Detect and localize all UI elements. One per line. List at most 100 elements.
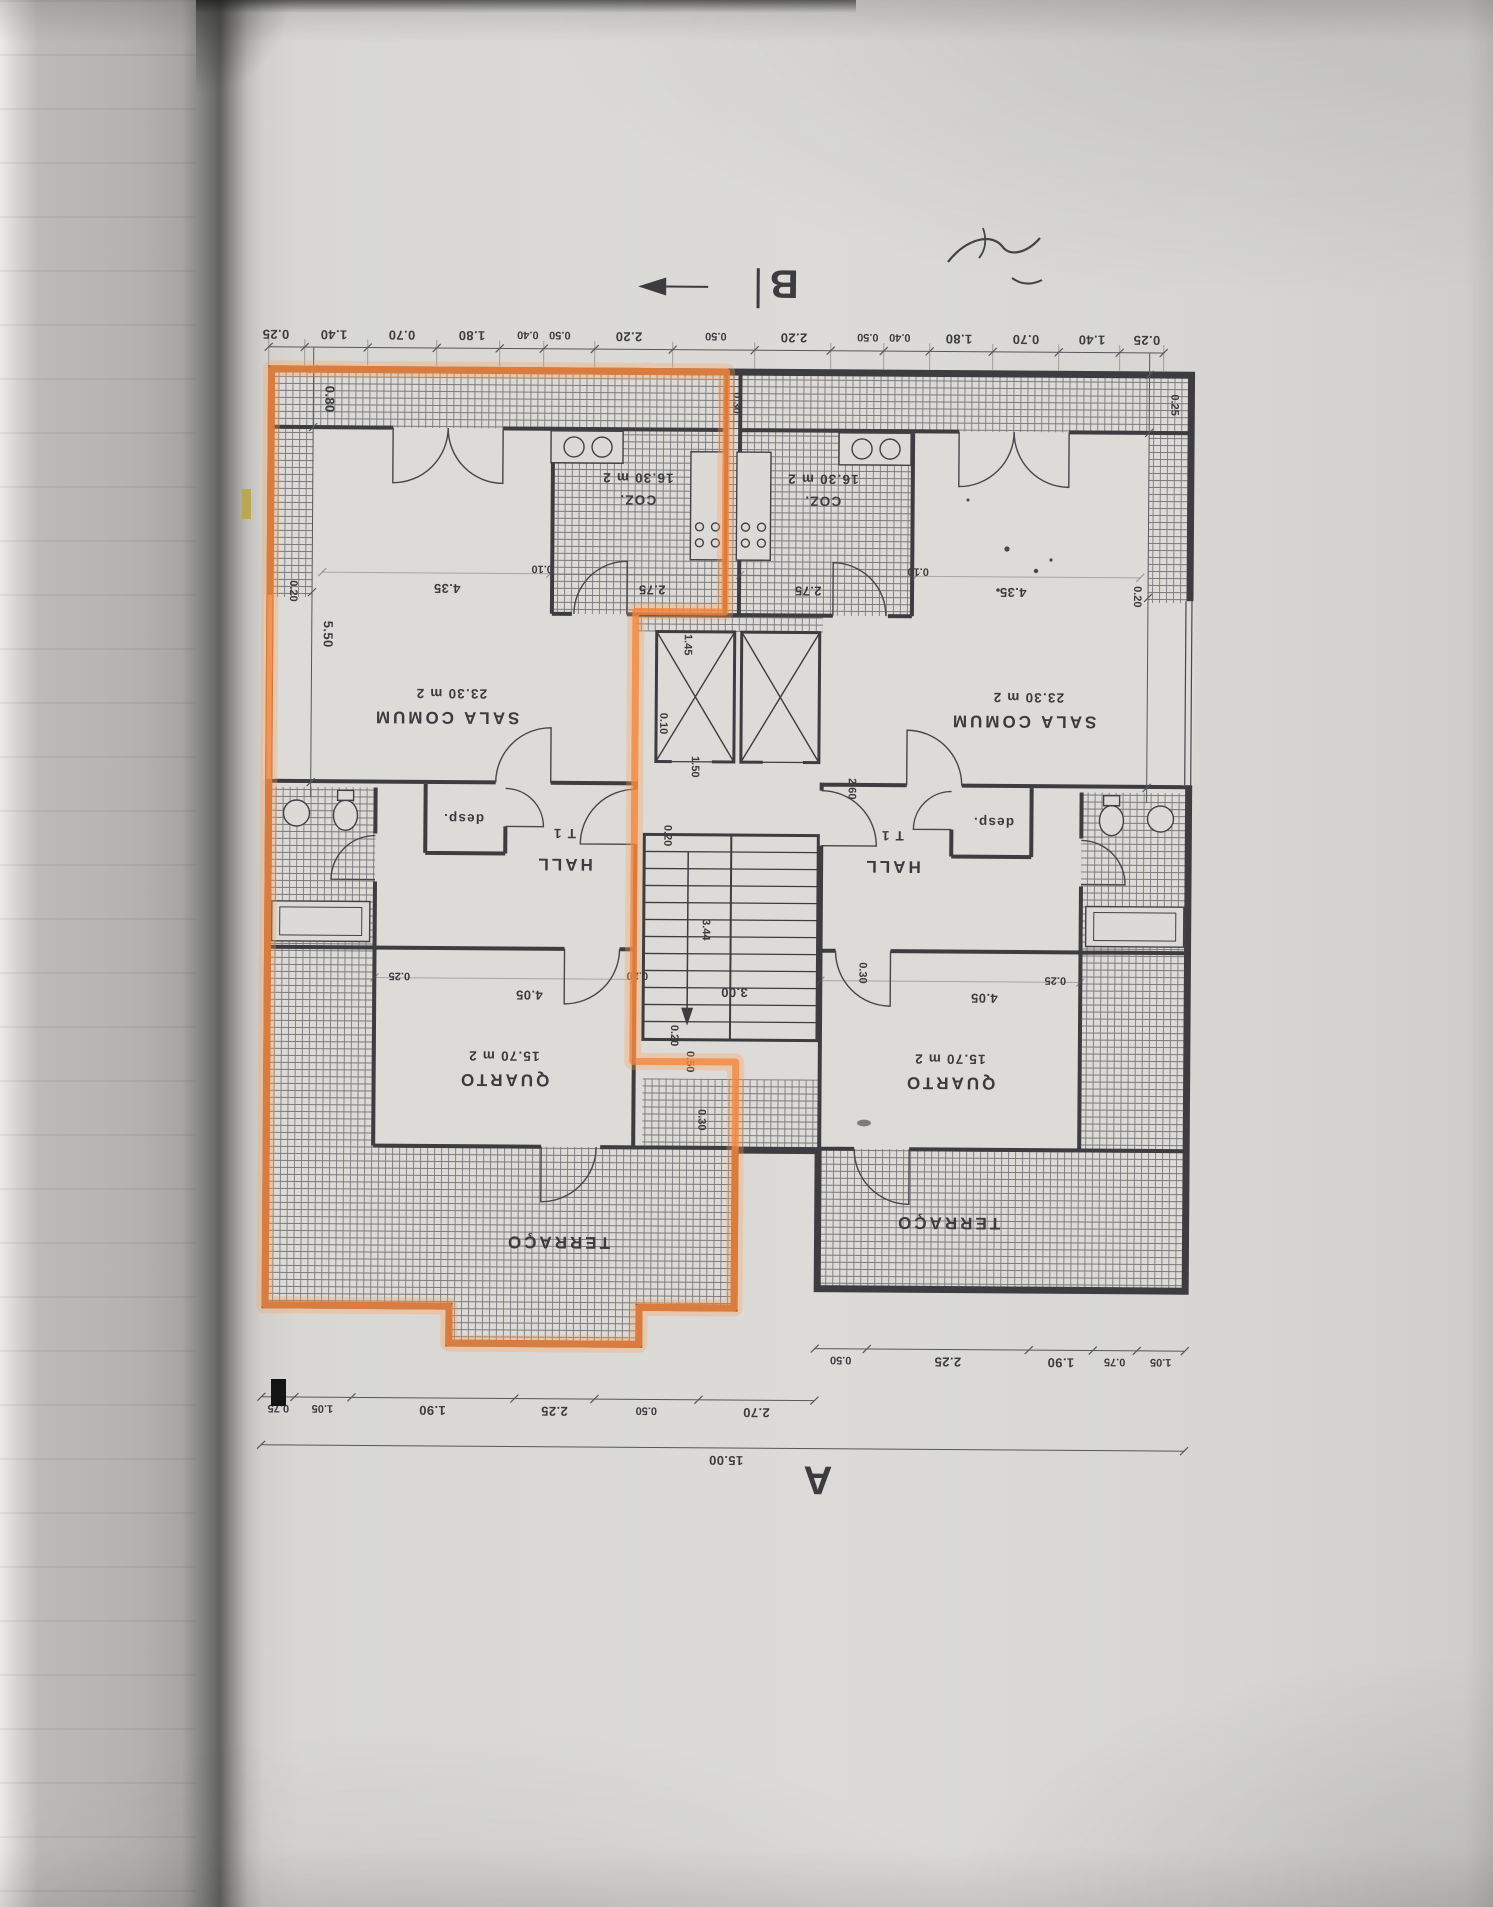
dim-top-11: 1.80: [458, 328, 485, 343]
dim-side-s5: 0.25: [1168, 394, 1180, 416]
dimension-labels: 0.25 1.40 0.70 1.80 0.40 0.50 2.20 0.50 …: [262, 327, 1180, 1468]
section-markers: A B: [638, 264, 832, 1502]
fixtures: [270, 430, 1185, 948]
page-top-shadow: [196, 0, 856, 13]
room-label-coz-right: COZ.: [804, 494, 841, 509]
side-chain-left: [310, 347, 315, 798]
dim-top-12: 0.70: [388, 328, 415, 343]
stove-burner: [710, 522, 721, 532]
dim-core-k6: 3.44: [700, 919, 712, 941]
terrace-left-hatch: [265, 1144, 736, 1309]
section-marker-b: B: [770, 265, 799, 306]
kitchen-counter-right: [735, 451, 772, 561]
door-quarto-right: [834, 950, 892, 1007]
stairs: [641, 832, 820, 1043]
dim-side-s3: 0.20: [287, 580, 299, 602]
dim-core-k13: 0.30: [730, 392, 742, 414]
bathtub-left: [270, 900, 371, 943]
door-bath-right: [1081, 839, 1126, 886]
section-arrow-head: [638, 277, 667, 296]
window-sala-right-lines: [1184, 601, 1193, 786]
stove-burner: [740, 538, 751, 548]
toilet-right: [1098, 804, 1125, 837]
upper-terrace-side-left-hatch: [269, 426, 314, 598]
dim-interior-i2: 0.10: [531, 563, 553, 575]
room-area-quarto-right: 15.70 m 2: [914, 1051, 986, 1066]
dim-top-8: 2.20: [615, 329, 642, 344]
kitchen-sink-bowl: [563, 436, 585, 458]
dim-core-k11: 0.20: [668, 1025, 680, 1047]
toilet-tank-left: [336, 789, 355, 802]
section-marker-a: A: [803, 1458, 832, 1502]
dim-total: 15.00: [709, 1453, 744, 1468]
terrace-left-side-hatch: [266, 946, 375, 1146]
kitchen-sink-bowl: [879, 438, 901, 460]
door-kitchen-right: [832, 562, 887, 617]
kitchen-left-hatch: [551, 428, 727, 615]
quarto-chain-ticks: [369, 973, 1085, 987]
dim-top-13: 1.40: [320, 327, 347, 342]
toilet-tank-right: [1102, 794, 1121, 807]
room-label-desp-left: desp.: [443, 811, 484, 826]
dim-bottom-near-3: 1.90: [419, 1403, 446, 1418]
stair-direction-line: [686, 851, 689, 1014]
room-label-hall-left: HALL: [535, 855, 592, 874]
door-sala-left: [495, 727, 552, 783]
interior-chain: [322, 571, 1141, 579]
dim-core-k5: 0.20: [661, 825, 673, 847]
dim-core-k1: 1.45: [682, 634, 694, 656]
door-kitchen-left: [573, 560, 628, 615]
bathtub-right: [1084, 905, 1185, 948]
terrace-right-hatch: [817, 1148, 1187, 1292]
elevator-x-marks: [655, 631, 821, 763]
total-ticks: [256, 1440, 1189, 1456]
dim-bottom-far-0: 1.05: [1150, 1356, 1172, 1368]
stove-burner: [756, 522, 767, 532]
door-sala-right: [905, 729, 963, 786]
dim-top-4: 0.40: [889, 331, 911, 343]
room-label-quarto-right: QUARTO: [904, 1073, 995, 1093]
room-label-coz-left: COZ.: [619, 492, 656, 507]
room-label-sala-left: SALA COMUM: [373, 708, 520, 728]
room-label-hall-right: HALL: [863, 857, 920, 876]
bathtub-right-inner: [1093, 912, 1177, 942]
upper-terrace-side-right-hatch: [1147, 432, 1192, 604]
bottom-far-ticks: [810, 1344, 1190, 1356]
dim-side-s2: 5.50: [321, 621, 336, 648]
door-desp-right: [912, 790, 952, 831]
room-label-terraco-left: TERRAÇO: [505, 1232, 610, 1252]
dim-top-7: 0.50: [705, 330, 727, 342]
stove-burner: [694, 522, 705, 532]
dim-interior-i5: 0.10: [907, 565, 929, 577]
kitchen-right-hatch: [738, 430, 914, 617]
floor-plan-rotated: 0.25 1.40 0.70 1.80 0.40 0.50 2.20 0.50 …: [251, 264, 1205, 1504]
room-area-coz-left: 16.30 m 2: [602, 470, 674, 485]
dim-bottom-far-3: 2.25: [934, 1354, 961, 1369]
dimension-lines: [256, 338, 1190, 1456]
dim-core-k2: 0.10: [657, 713, 669, 735]
dim-core-k4: 2.60: [846, 778, 858, 800]
toilet-left: [332, 799, 359, 832]
side-chain-right: [1146, 352, 1151, 803]
total-line: [261, 1444, 1185, 1452]
unit-highlight-stroke: [261, 365, 740, 1348]
entry-corridor-hatch: [642, 1078, 819, 1148]
room-labels: SALA COMUM 23.30 m 2 SALA COMUM 23.30 m …: [373, 470, 1097, 1252]
top-chain-extensions: [268, 338, 1165, 372]
room-area-sala-right: 23.30 m 2: [992, 690, 1064, 705]
dim-bottom-near-4: 1.05: [312, 1402, 334, 1414]
quarto-chain: [374, 977, 1081, 983]
dim-interior-i6: 4.35: [1000, 585, 1027, 600]
side-chain-right-ticks: [1142, 370, 1155, 793]
dim-core-k9: 0.30: [856, 962, 868, 984]
dim-interior-i3: 2.75: [639, 582, 666, 597]
door-bath-left: [330, 834, 376, 881]
dim-top-1: 1.40: [1078, 332, 1105, 347]
kitchen-sink-bowl: [591, 436, 613, 458]
room-label-terraco-right: TERRAÇO: [895, 1213, 1000, 1233]
dim-interior-i4: 2.75: [795, 583, 822, 598]
unit-type-right: T 1: [881, 828, 904, 843]
dim-top-3: 1.80: [945, 332, 972, 347]
dim-bottom-far-4: 0.50: [830, 1354, 852, 1366]
